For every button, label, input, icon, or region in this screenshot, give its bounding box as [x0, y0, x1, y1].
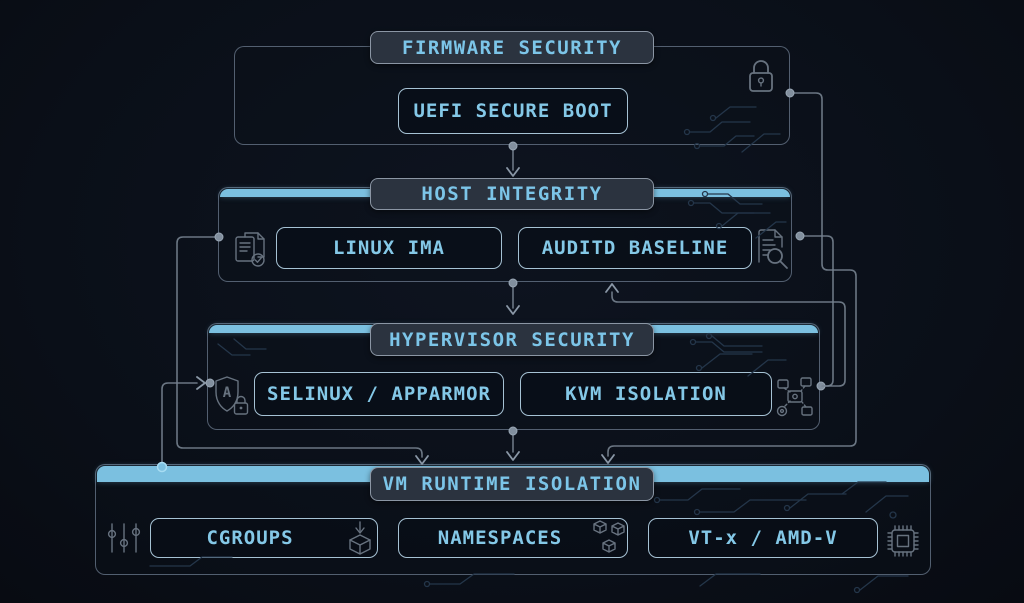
selinux-apparmor-label: SELINUX / APPARMOR: [267, 383, 491, 405]
uefi-secure-boot-box: UEFI SECURE BOOT: [398, 88, 628, 134]
firmware-security-title: FIRMWARE SECURITY: [402, 36, 622, 59]
cubes-icon: [590, 519, 628, 559]
sliders-icon: [106, 522, 142, 556]
shield-lock-icon: A: [212, 374, 252, 418]
package-drop-icon: [344, 520, 376, 558]
vm-runtime-isolation-title: VM RUNTIME ISOLATION: [382, 473, 642, 495]
hypervisor-security-title-plate: HYPERVISOR SECURITY: [370, 323, 654, 356]
lock-icon: [746, 57, 776, 95]
firmware-security-title-plate: FIRMWARE SECURITY: [370, 31, 654, 64]
vtx-amdv-label: VT-x / AMD-V: [688, 527, 838, 549]
document-search-icon: [752, 228, 790, 270]
kvm-isolation-label: KVM ISOLATION: [565, 383, 727, 405]
namespaces-label: NAMESPACES: [437, 527, 563, 549]
namespaces-box: NAMESPACES: [398, 518, 628, 558]
vtx-amdv-box: VT-x / AMD-V: [648, 518, 878, 558]
svg-text:A: A: [223, 385, 232, 401]
selinux-apparmor-box: SELINUX / APPARMOR: [254, 372, 504, 416]
host-integrity-title-plate: HOST INTEGRITY: [370, 178, 654, 210]
linux-ima-label: LINUX IMA: [333, 237, 445, 259]
linux-ima-box: LINUX IMA: [276, 227, 502, 269]
auditd-baseline-label: AUDITD BASELINE: [541, 237, 729, 259]
vm-runtime-isolation-title-plate: VM RUNTIME ISOLATION: [370, 467, 654, 501]
cgroups-label: CGROUPS: [206, 527, 294, 549]
chip-icon: [884, 522, 922, 560]
document-check-icon: [231, 229, 269, 269]
auditd-baseline-box: AUDITD BASELINE: [518, 227, 752, 269]
network-nodes-icon: [775, 373, 815, 419]
host-integrity-title: HOST INTEGRITY: [421, 183, 603, 205]
uefi-secure-boot-label: UEFI SECURE BOOT: [413, 100, 613, 122]
cgroups-box: CGROUPS: [150, 518, 378, 558]
hypervisor-security-title: HYPERVISOR SECURITY: [389, 328, 635, 351]
kvm-isolation-box: KVM ISOLATION: [520, 372, 772, 416]
